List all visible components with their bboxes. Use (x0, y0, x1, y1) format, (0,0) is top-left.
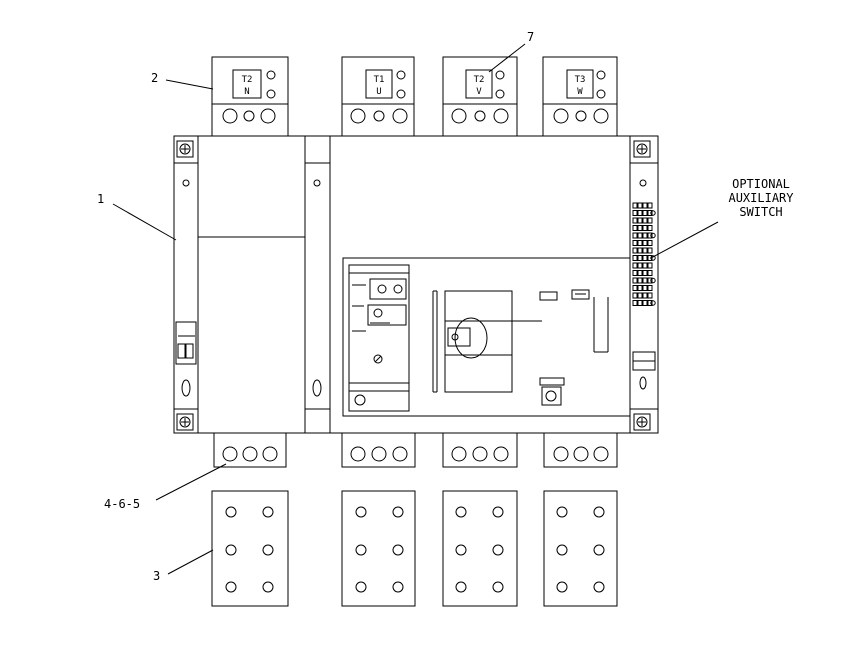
aux-switch-label-line2: AUXILIARY (728, 191, 794, 205)
terminal-2-label-bottom: U (376, 87, 381, 97)
terminal-2-label-top: T1 (374, 75, 385, 85)
aux-switch-label-line1: OPTIONAL (732, 177, 790, 191)
front-panel (342, 257, 631, 417)
terminal-3-label-top: T2 (474, 75, 485, 85)
bottom-busbar-3 (442, 432, 518, 607)
terminal-1-label-top: T2 (242, 75, 253, 85)
callout-7-label: 7 (527, 30, 534, 44)
bottom-busbar-1 (211, 432, 289, 607)
terminal-4-label-bottom: W (577, 87, 583, 97)
terminal-4-label-top: T3 (575, 75, 586, 85)
top-terminal-block-1: T2 N (211, 56, 289, 137)
callout-4-6-5-label: 4-6-5 (104, 497, 140, 511)
callout-4-6-5: 4-6-5 (104, 463, 227, 511)
callout-1: 1 (97, 192, 177, 241)
breaker-body (173, 135, 659, 434)
top-terminal-block-3: T2 V (442, 56, 518, 137)
aux-switch-label-line3: SWITCH (739, 205, 782, 219)
auxiliary-switch-terminals (632, 202, 656, 371)
callout-optional-auxiliary-switch: OPTIONAL AUXILIARY SWITCH (650, 177, 794, 259)
top-terminal-block-4: T3 W (542, 56, 618, 137)
callout-2: 2 (151, 71, 214, 90)
callout-3-label: 3 (153, 569, 160, 583)
top-terminal-block-2: T1 U (341, 56, 415, 137)
callout-1-label: 1 (97, 192, 104, 206)
terminal-1-label-bottom: N (244, 87, 249, 97)
callout-3: 3 (153, 549, 214, 583)
bottom-busbar-2 (341, 432, 416, 607)
bottom-busbar-4 (543, 432, 618, 607)
callout-7: 7 (488, 30, 534, 73)
terminal-3-label-bottom: V (476, 87, 482, 97)
callout-2-label: 2 (151, 71, 158, 85)
